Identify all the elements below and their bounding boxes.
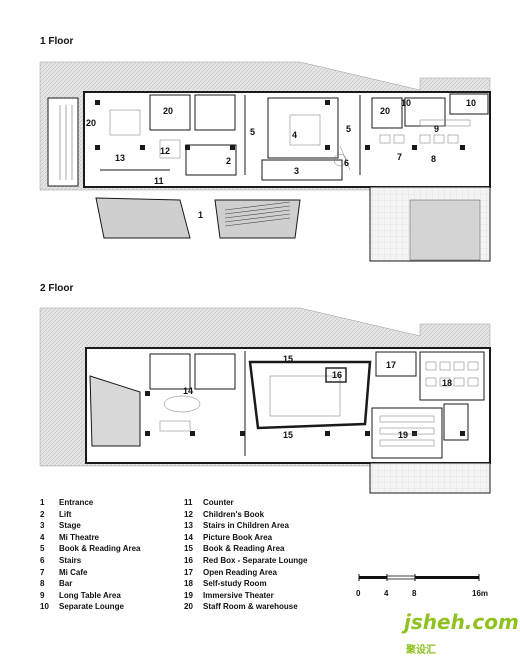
- floor-2-title: 2 Floor: [40, 283, 74, 294]
- label-3: 3: [294, 166, 299, 176]
- label-13: 13: [115, 153, 125, 163]
- label-10a: 10: [401, 98, 411, 108]
- watermark-text: jsheh.com: [404, 610, 519, 634]
- central-theater: [248, 360, 372, 430]
- label-17: 17: [386, 360, 396, 370]
- label-15b: 15: [283, 430, 293, 440]
- scale-tick-4: 4: [384, 589, 389, 598]
- label-2: 2: [226, 156, 231, 166]
- scale-tick-8: 8: [412, 589, 417, 598]
- label-4: 4: [292, 130, 297, 140]
- annex: [369, 462, 491, 494]
- label-19: 19: [398, 430, 408, 440]
- label-11: 11: [154, 176, 164, 186]
- scale-tick-16m: 16m: [472, 589, 488, 598]
- label-16: 16: [332, 370, 342, 380]
- label-7: 7: [397, 152, 402, 162]
- label-5a: 5: [250, 127, 255, 137]
- label-20a: 20: [86, 118, 96, 128]
- floor-1-title: 1 Floor: [40, 36, 74, 47]
- scale-bar: 0 4 8 16m: [356, 574, 488, 598]
- watermark-cn: 聚设汇: [406, 645, 436, 656]
- floor-2-plan: 14 15 15 16 17 18 19: [39, 307, 491, 494]
- scale-tick-0: 0: [356, 589, 361, 598]
- label-12: 12: [160, 146, 170, 156]
- label-15a: 15: [283, 354, 293, 364]
- entrance-canopy: [95, 197, 191, 239]
- label-1: 1: [198, 210, 203, 220]
- floor-1-plan: 1 2 3 4 5 5 6 7 8 9 10 10 11 12 13 20 20…: [39, 61, 491, 262]
- label-9: 9: [434, 124, 439, 134]
- label-6: 6: [344, 158, 349, 168]
- label-14: 14: [183, 386, 193, 396]
- label-8: 8: [431, 154, 436, 164]
- watermark-logo: jsheh.com 聚设汇: [404, 610, 520, 658]
- label-20c: 20: [380, 106, 390, 116]
- label-10b: 10: [466, 98, 476, 108]
- label-5b: 5: [346, 124, 351, 134]
- building-wall: [83, 91, 491, 188]
- label-20b: 20: [163, 106, 173, 116]
- label-18: 18: [442, 378, 452, 388]
